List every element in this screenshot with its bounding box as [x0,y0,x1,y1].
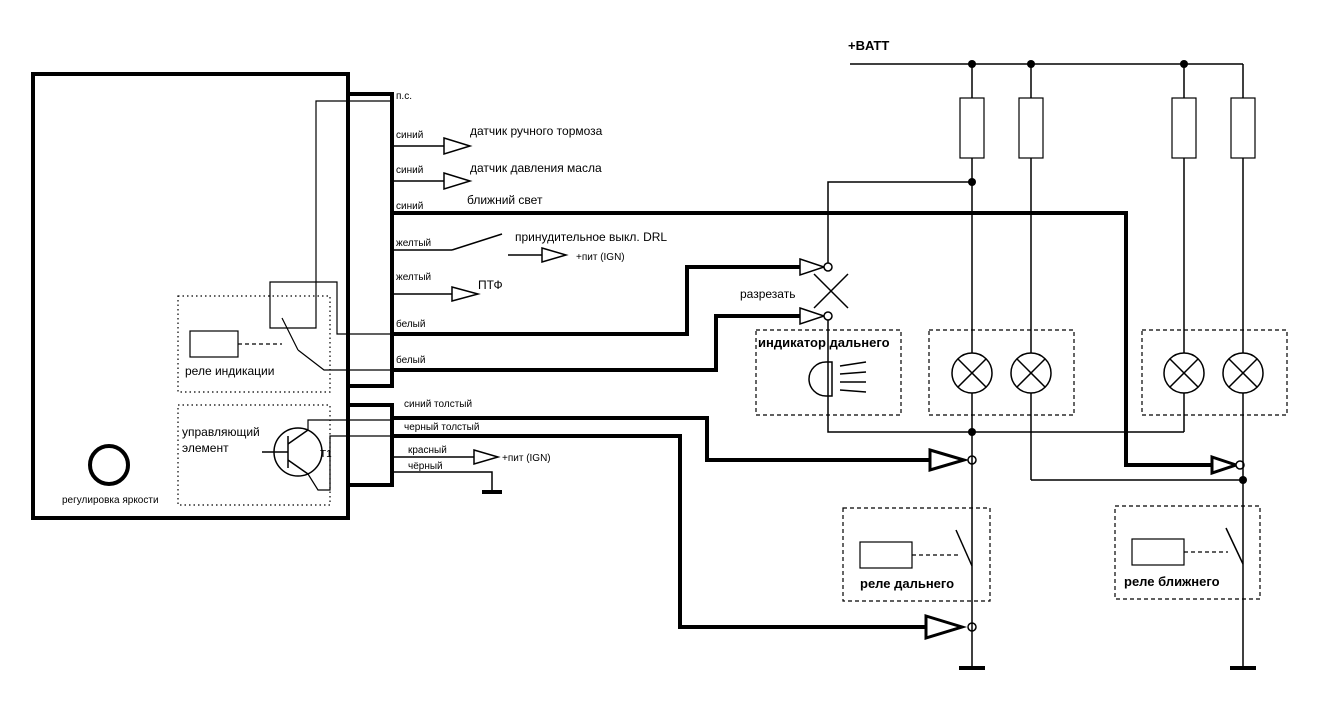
low-beam-relay-coil [1131,538,1185,566]
low-beam-label: ближний свет [467,193,543,207]
white-2-arrow [799,306,827,326]
oil-pressure-sensor-label: датчик давления масла [470,161,602,175]
wire-black: чёрный [408,461,443,472]
low-beam-relay-group [1114,505,1261,600]
lamp-4-icon [1222,352,1264,394]
control-element-group [177,404,331,506]
high-beam-indicator-label: индикатор дальнего [758,335,890,350]
ignition-1-label: +пит (IGN) [576,252,625,263]
front-lamp-group-right [1141,329,1288,416]
forced-drl-arrow [541,247,569,263]
power-label: +BATT [848,38,889,53]
blue-thick-arrow [928,447,970,473]
high-beam-relay-label: реле дальнего [860,576,954,591]
wire-blue-2: синий [396,165,423,176]
indication-relay-coil [189,330,239,358]
high-beam-indicator-group [755,329,902,416]
control-element-label-1: управляющий [182,425,260,439]
low-beam-arrow [1210,454,1241,476]
wire-white-1: белый [396,318,425,330]
fog-lights-label: ПТФ [478,278,503,292]
control-element-label-2: элемент [182,441,229,455]
lamp-3-icon [1163,352,1205,394]
white-1-arrow [799,257,827,277]
front-lamp-group-left [928,329,1075,416]
oil-pressure-arrow [443,171,473,191]
fuse-4-icon [1230,97,1256,159]
high-beam-relay-group [842,507,991,602]
wire-black-thick: черный толстый [404,422,479,433]
cut-label: разрезать [740,287,795,301]
fuse-3-icon [1171,97,1197,159]
handbrake-sensor-label: датчик ручного тормоза [470,124,603,138]
lamp-2-icon [1010,352,1052,394]
ignition-2-arrow [473,449,501,465]
wire-red: красный [408,445,447,456]
wire-white-2: белый [396,354,425,366]
black-thick-arrow [924,613,968,641]
indication-relay-label: реле индикации [185,364,274,378]
ignition-2-label: +пит (IGN) [502,453,551,464]
lower-connector [346,403,394,487]
fuse-1-icon [959,97,985,159]
wire-yellow-1: желтый [396,238,431,249]
upper-connector [346,92,394,388]
wire-yellow-2: желтый [396,272,431,283]
fog-lights-arrow [451,286,481,302]
brightness-label: регулировка яркости [62,495,159,506]
fuse-2-icon [1018,97,1044,159]
lamp-1-icon [951,352,993,394]
forced-drl-off-label: принудительное выкл. DRL [515,230,667,244]
high-beam-relay-coil [859,541,913,569]
transistor-label: T1 [320,449,332,460]
low-beam-relay-label: реле ближнего [1124,574,1220,589]
wire-blue-thick: синий толстый [404,399,472,410]
brightness-knob-icon [88,444,130,486]
wire-blue-1: синий [396,130,423,141]
indication-relay-group [177,295,331,393]
handbrake-arrow [443,136,473,156]
high-beam-lamp-icon [808,361,833,397]
pin-nc-label: п.с. [396,91,412,102]
wire-blue-3: синий [396,201,423,212]
